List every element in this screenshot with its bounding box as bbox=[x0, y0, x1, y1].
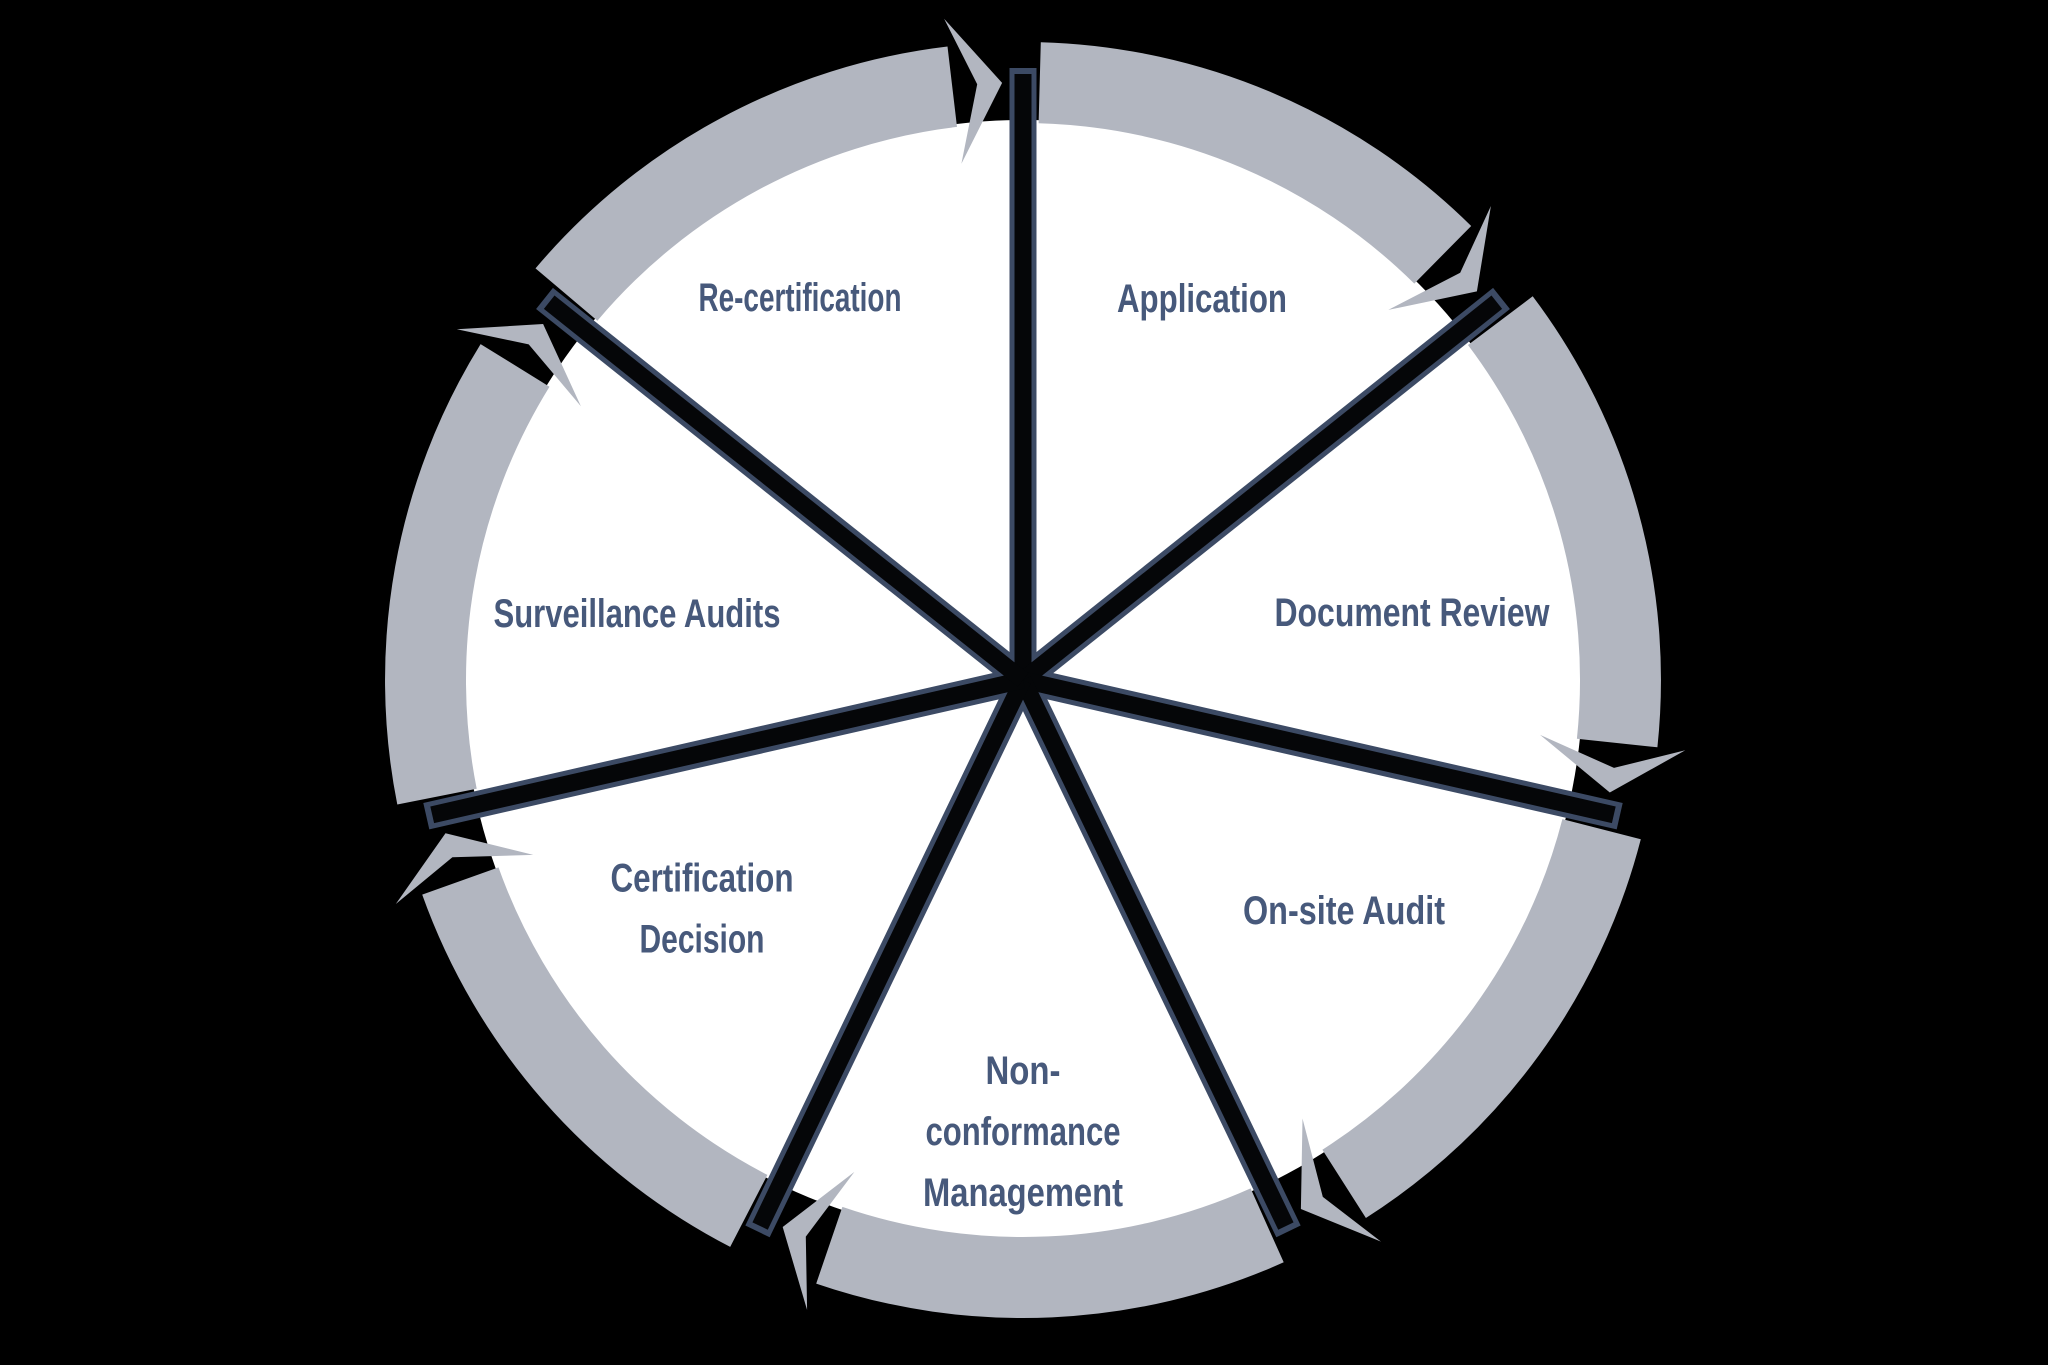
flow-arrowhead-icon-re-certification bbox=[944, 18, 1003, 164]
segment-label-non-conformance-management-line-1: Non- bbox=[986, 1049, 1061, 1093]
segment-label-document-review-line-1: Document Review bbox=[1275, 591, 1551, 635]
spoke-core-6 bbox=[543, 295, 1029, 687]
flow-arc-document-review bbox=[1468, 296, 1661, 748]
flow-arc-application bbox=[1038, 42, 1472, 284]
flow-arrowhead-icon-certification-decision bbox=[395, 833, 534, 904]
segment-label-non-conformance-management-line-2: conformance bbox=[926, 1110, 1121, 1154]
segment-label-non-conformance-management-line-3: Management bbox=[923, 1171, 1123, 1215]
flow-arrowhead-icon-application bbox=[1388, 206, 1491, 310]
flow-arrowhead-icon-on-site-audit bbox=[1300, 1118, 1381, 1242]
segment-label-certification-decision-line-1: Certification bbox=[611, 857, 794, 901]
spoke-core-5 bbox=[430, 671, 1025, 824]
flow-arc-certification-decision bbox=[422, 867, 768, 1247]
flow-arrowhead-icon-non-conformance-management bbox=[782, 1171, 855, 1310]
segment-label-application-line-1: Application bbox=[1117, 277, 1287, 321]
spoke-core-2 bbox=[1021, 671, 1616, 824]
spoke-core-3 bbox=[1015, 676, 1294, 1230]
flow-arrowhead-icon-surveillance-audits bbox=[456, 324, 581, 407]
segment-label-on-site-audit-line-1: On-site Audit bbox=[1243, 889, 1445, 933]
flow-arc-re-certification bbox=[535, 46, 957, 321]
spoke-core-4 bbox=[752, 676, 1031, 1230]
segment-label-re-certification-line-1: Re-certification bbox=[699, 276, 902, 320]
segment-label-surveillance-audits-line-1: Surveillance Audits bbox=[494, 592, 781, 636]
flow-arc-on-site-audit bbox=[1322, 819, 1641, 1218]
spoke-core-1 bbox=[1017, 295, 1503, 687]
flow-arrowhead-icon-document-review bbox=[1540, 734, 1686, 793]
segment-label-certification-decision-line-2: Decision bbox=[640, 918, 765, 962]
flow-arc-surveillance-audits bbox=[385, 344, 550, 805]
flow-arc-non-conformance-management bbox=[816, 1188, 1284, 1319]
